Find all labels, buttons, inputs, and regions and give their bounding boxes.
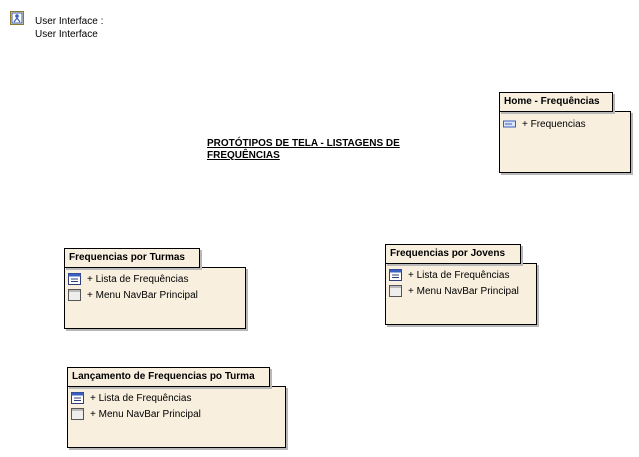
diagram-title: PROTÓTIPOS DE TELA - LISTAGENS DE FREQUÊ…: [207, 138, 400, 161]
diagram-type-label: User Interface :: [35, 16, 104, 27]
package-item-frequencias[interactable]: + Frequencias: [503, 118, 586, 130]
package-item-label: + Lista de Frequências: [408, 269, 510, 281]
package-item-label: + Menu NavBar Principal: [408, 285, 519, 297]
list-screen-icon: [389, 269, 402, 281]
package-item-lista-frequencias[interactable]: + Lista de Frequências: [71, 392, 191, 404]
package-title-home: Home - Frequências: [504, 96, 600, 107]
package-item-menu-navbar[interactable]: + Menu NavBar Principal: [71, 408, 201, 420]
package-item-lista-frequencias[interactable]: + Lista de Frequências: [389, 269, 509, 281]
package-item-label: + Lista de Frequências: [90, 392, 192, 404]
package-title-jovens: Frequencias por Jovens: [390, 248, 506, 259]
package-tab-turmas[interactable]: Frequencias por Turmas: [64, 248, 200, 268]
list-screen-icon: [71, 392, 84, 404]
panel-icon: [71, 408, 84, 420]
package-item-label: + Frequencias: [522, 118, 586, 130]
package-item-label: + Menu NavBar Principal: [87, 289, 198, 301]
package-item-menu-navbar[interactable]: + Menu NavBar Principal: [389, 285, 519, 297]
package-title-turmas: Frequencias por Turmas: [69, 252, 185, 263]
panel-icon: [389, 285, 402, 297]
diagram-name-label: User Interface: [35, 29, 98, 40]
package-tab-lancamento[interactable]: Lançamento de Frequencias po Turma: [67, 367, 270, 387]
package-item-lista-frequencias[interactable]: + Lista de Frequências: [68, 273, 188, 285]
user-interface-icon: [10, 11, 24, 25]
package-body-turmas[interactable]: + Lista de Frequências + Menu NavBar Pri…: [64, 267, 246, 329]
package-tab-home[interactable]: Home - Frequências: [499, 92, 613, 112]
package-title-lancamento: Lançamento de Frequencias po Turma: [72, 371, 255, 382]
panel-icon: [68, 289, 81, 301]
package-body-home[interactable]: + Frequencias: [499, 111, 631, 173]
list-screen-icon: [68, 273, 81, 285]
package-item-label: + Menu NavBar Principal: [90, 408, 201, 420]
package-item-label: + Lista de Frequências: [87, 273, 189, 285]
package-item-menu-navbar[interactable]: + Menu NavBar Principal: [68, 289, 198, 301]
package-tab-jovens[interactable]: Frequencias por Jovens: [385, 244, 521, 264]
package-body-jovens[interactable]: + Lista de Frequências + Menu NavBar Pri…: [385, 263, 537, 325]
package-body-lancamento[interactable]: + Lista de Frequências + Menu NavBar Pri…: [67, 386, 286, 448]
textbox-icon: [503, 120, 516, 128]
